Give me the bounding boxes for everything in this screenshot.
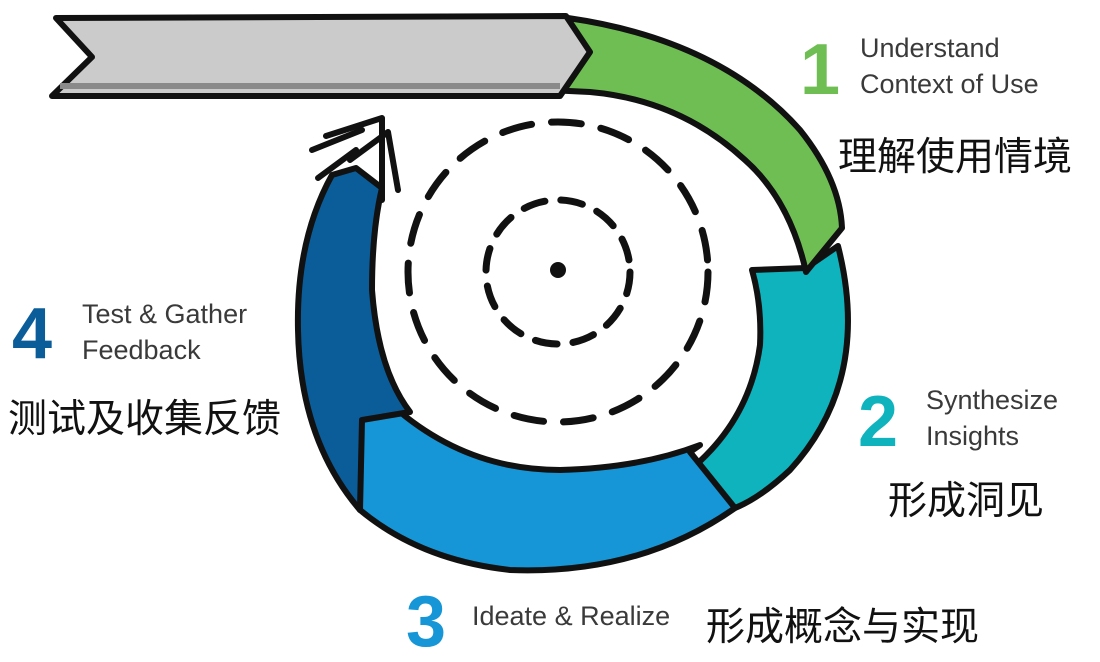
step1-number: 1 — [800, 30, 841, 110]
step1-title-line2: Context of Use — [860, 69, 1039, 99]
step1-title-line1: Understand — [860, 33, 1000, 63]
segment-step3 — [357, 409, 738, 574]
step4-title: Test & Gather Feedback — [82, 296, 247, 368]
step1-title: Understand Context of Use — [860, 30, 1039, 102]
step4-chinese-label: 测试及收集反馈 — [8, 397, 282, 442]
step3-title-line1: Ideate & Realize — [472, 601, 671, 631]
banner-arrow — [49, 13, 593, 99]
step4-title-line1: Test & Gather — [82, 299, 248, 329]
dashed-outer-circle — [404, 118, 712, 426]
step3-title: Ideate & Realize — [472, 598, 670, 634]
step3-chinese-label: 形成概念与实现 — [706, 605, 980, 650]
segment-step4 — [294, 165, 413, 513]
step2-title-line1: Synthesize — [926, 385, 1059, 415]
step1-chinese-label: 理解使用情境 — [838, 135, 1073, 180]
feedback-arrow-icon — [309, 115, 401, 203]
step2-number: 2 — [858, 382, 899, 462]
step4-title-line2: Feedback — [82, 335, 201, 365]
dashed-inner-circle — [482, 196, 634, 348]
step2-chinese-label: 形成洞见 — [888, 479, 1045, 524]
step2-title-line2: Insights — [926, 421, 1020, 451]
step4-number: 4 — [12, 294, 53, 374]
step2-title: Synthesize Insights — [926, 382, 1058, 454]
step3-number: 3 — [406, 582, 447, 662]
center-dot — [550, 262, 566, 278]
segment-step1 — [545, 15, 845, 275]
segment-step2 — [687, 243, 851, 511]
